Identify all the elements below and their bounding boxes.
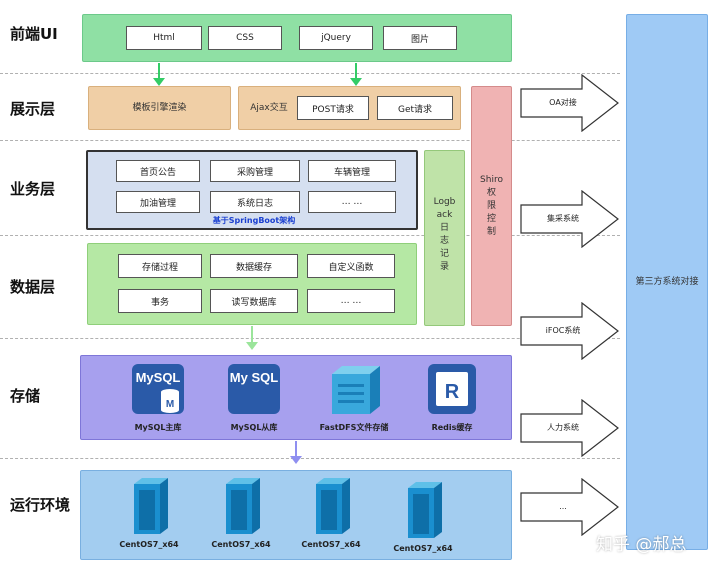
arrow-down-icon	[290, 441, 302, 464]
business-item-more: … …	[308, 191, 396, 213]
storage-mysql-master: MySQL M MySQL主库	[118, 362, 198, 433]
logback-column	[424, 150, 465, 326]
divider	[0, 458, 620, 459]
layer-label-data: 数据层	[10, 278, 56, 296]
divider	[0, 338, 620, 339]
shiro-line: 制	[486, 226, 496, 237]
frontend-item-html: Html	[126, 26, 202, 50]
storage-caption: Redis缓存	[431, 423, 473, 432]
server-caption: CentOS7_x64	[119, 540, 179, 549]
runtime-server: CentOS7_x64	[378, 480, 468, 553]
external-label: OA对接	[549, 97, 577, 107]
logback-line: 日	[439, 223, 449, 233]
server-icon	[316, 478, 350, 534]
layer-label-runtime: 运行环境	[10, 496, 71, 514]
template-engine-label: 模板引擎渲染	[132, 102, 187, 113]
post-request: POST请求	[297, 96, 369, 120]
external-arrow-more: ...	[520, 477, 620, 537]
mysql-slave-icon: My SQL	[228, 364, 280, 414]
arrow-right-icon	[520, 189, 619, 249]
logback-line: 志	[439, 236, 449, 246]
divider	[0, 235, 620, 236]
mysql-logo-text: MySQL	[136, 370, 181, 385]
runtime-server: CentOS7_x64	[286, 476, 376, 549]
divider	[0, 140, 620, 141]
server-caption: CentOS7_x64	[393, 544, 453, 553]
mysql-master-icon: MySQL M	[132, 364, 184, 414]
logback-line: 录	[439, 262, 449, 272]
layer-label-display: 展示层	[10, 100, 56, 118]
business-item-vehicle: 车辆管理	[308, 160, 396, 182]
frontend-item-jquery: jQuery	[299, 26, 373, 50]
shiro-text: Shiro 权 限 控 制	[471, 170, 512, 242]
arrow-right-icon	[520, 73, 619, 133]
arrow-down-icon	[350, 63, 362, 86]
server-icon	[408, 482, 442, 538]
data-item-transaction: 事务	[118, 289, 202, 313]
storage-caption: MySQL主库	[134, 423, 182, 432]
shiro-column	[471, 86, 512, 326]
arrow-down-icon	[153, 63, 165, 86]
mysql-master-badge: M	[166, 399, 174, 410]
data-item-functions: 自定义函数	[307, 254, 395, 278]
external-arrow-ifoc: iFOC系统	[520, 301, 620, 361]
external-arrow-procurement: 集采系统	[520, 189, 620, 249]
storage-caption: MySQL从库	[230, 423, 278, 432]
data-item-cache: 数据缓存	[210, 254, 298, 278]
watermark: 知乎 @郝总	[596, 535, 687, 555]
external-label: 集采系统	[547, 213, 579, 223]
shiro-line: 限	[486, 200, 496, 211]
business-item-syslog: 系统日志	[210, 191, 300, 213]
logback-text: Logb ack 日 志 记 录	[424, 190, 465, 280]
third-party-label: 第三方系统对接	[635, 276, 699, 287]
business-item-purchase: 采购管理	[210, 160, 300, 182]
storage-caption: FastDFS文件存储	[319, 423, 389, 432]
runtime-server: CentOS7_x64	[104, 476, 194, 549]
server-icon	[134, 478, 168, 534]
redis-icon: R	[428, 364, 476, 414]
external-label: iFOC系统	[545, 325, 581, 335]
storage-redis: R Redis缓存	[412, 362, 492, 433]
logback-line: Logb	[433, 197, 456, 207]
server-icon	[226, 478, 260, 534]
external-label: ...	[559, 501, 567, 511]
shiro-line: 控	[486, 213, 496, 224]
external-arrow-hr: 人力系统	[520, 398, 620, 458]
storage-fastdfs: FastDFS文件存储	[314, 362, 394, 433]
logback-line: 记	[439, 249, 449, 259]
shiro-line: Shiro	[480, 174, 503, 185]
server-caption: CentOS7_x64	[211, 540, 271, 549]
arrow-down-icon	[246, 326, 258, 350]
ajax-label: Ajax交互	[250, 102, 288, 113]
business-item-fuel: 加油管理	[116, 191, 200, 213]
arrow-right-icon	[520, 301, 619, 361]
data-item-stored-procedure: 存储过程	[118, 254, 202, 278]
shiro-line: 权	[486, 187, 496, 198]
business-item-announcement: 首页公告	[116, 160, 200, 182]
external-label: 人力系统	[547, 422, 579, 432]
external-arrow-oa: OA对接	[520, 73, 620, 133]
layer-label-storage: 存储	[10, 387, 41, 405]
frontend-item-css: CSS	[208, 26, 282, 50]
fastdfs-server-icon	[332, 366, 380, 414]
data-item-readwrite: 读写数据库	[210, 289, 298, 313]
mysql-logo-text: My SQL	[230, 370, 278, 385]
data-item-more: … …	[307, 289, 395, 313]
springboot-label: 基于SpringBoot架构	[212, 216, 296, 225]
storage-mysql-slave: My SQL MySQL从库	[214, 362, 294, 433]
layer-label-business: 业务层	[10, 180, 56, 198]
template-engine-band	[88, 86, 231, 130]
logback-line: ack	[436, 210, 453, 220]
arrow-right-icon	[520, 398, 619, 458]
runtime-server: CentOS7_x64	[196, 476, 286, 549]
redis-logo-text: R	[445, 381, 460, 403]
arrow-right-icon	[520, 477, 619, 537]
third-party-panel	[626, 14, 708, 550]
server-caption: CentOS7_x64	[301, 540, 361, 549]
frontend-item-images: 图片	[383, 26, 457, 50]
layer-label-frontend: 前端UI	[10, 25, 58, 43]
divider	[0, 73, 620, 74]
get-request: Get请求	[377, 96, 453, 120]
